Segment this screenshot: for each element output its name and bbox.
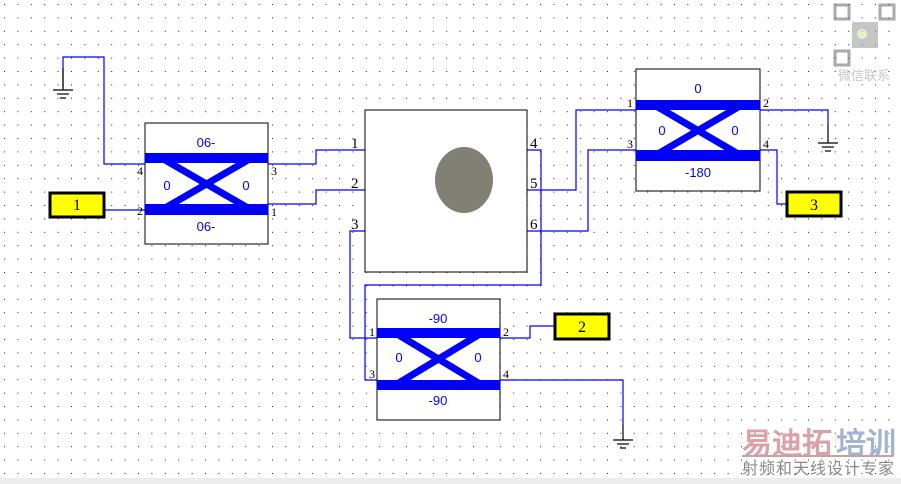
- port-label: 2: [763, 96, 769, 110]
- hybrid-coupler-right[interactable]: 0 -180 0 0 1 3 2 4: [627, 68, 769, 192]
- port-label: 6: [530, 217, 538, 233]
- phase-right: 0: [474, 350, 481, 365]
- port-label: 3: [271, 164, 277, 178]
- port-label: 1: [271, 205, 277, 219]
- port-label: 1: [369, 325, 375, 339]
- port-label: 3: [369, 367, 375, 381]
- port-number: 1: [73, 197, 81, 214]
- ground-icon: [613, 425, 633, 449]
- phase-left: 0: [658, 123, 665, 138]
- port-label: 4: [530, 136, 538, 152]
- port-label: 5: [530, 176, 538, 192]
- port-label: 2: [351, 176, 359, 192]
- qr-code-watermark: [833, 3, 896, 67]
- port-label: 1: [351, 136, 359, 152]
- wires: [62, 56, 829, 425]
- hybrid-coupler-left[interactable]: 06- 06- 0 0 4 2 3 1: [137, 122, 277, 245]
- port-label: 3: [627, 137, 633, 151]
- ground-icon: [53, 68, 73, 99]
- port-label: 4: [763, 137, 769, 151]
- port-label: 2: [137, 204, 143, 218]
- io-port-1[interactable]: 1: [48, 191, 106, 219]
- phase-left: 0: [163, 178, 170, 193]
- port-number: 2: [578, 319, 586, 336]
- phase-bottom: -180: [685, 165, 711, 180]
- horizontal-scrollbar[interactable]: [0, 478, 901, 484]
- qr-caption: 微信联系: [838, 69, 890, 84]
- phase-top: 06-: [197, 135, 216, 150]
- port-number: 3: [810, 197, 818, 214]
- phase-top: -90: [429, 311, 448, 326]
- phase-bottom: 06-: [197, 219, 216, 234]
- io-port-2[interactable]: 2: [553, 312, 611, 341]
- io-port-3[interactable]: 3: [785, 190, 843, 218]
- phase-bottom: -90: [429, 393, 448, 408]
- phase-top: 0: [694, 81, 701, 96]
- port-label: 3: [351, 217, 359, 233]
- center-component[interactable]: 1 2 3 4 5 6: [351, 109, 538, 273]
- port-label: 1: [627, 96, 633, 110]
- ground-icon: [818, 124, 838, 152]
- port-label: 2: [503, 325, 509, 339]
- phase-right: 0: [731, 123, 738, 138]
- phase-right: 0: [242, 178, 249, 193]
- port-label: 4: [137, 164, 143, 178]
- component-image: [435, 147, 493, 213]
- port-label: 4: [503, 367, 509, 381]
- logo-tagline: 射频和天线设计专家: [742, 459, 894, 478]
- hybrid-coupler-bottom[interactable]: -90 -90 0 0 1 3 2 4: [369, 298, 509, 421]
- phase-left: 0: [395, 350, 402, 365]
